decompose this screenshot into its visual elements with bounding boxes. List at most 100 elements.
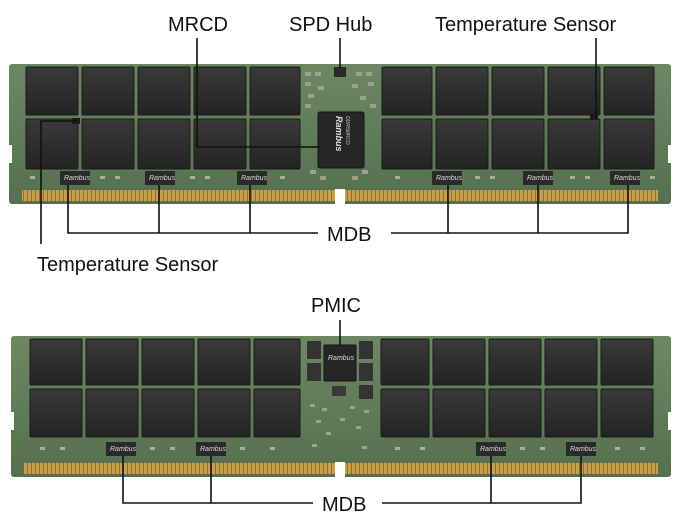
inductor xyxy=(359,341,373,359)
mdb-brand-text: Rambus xyxy=(64,175,91,182)
bottom-callouts xyxy=(122,320,582,504)
pmic-chip xyxy=(323,344,357,382)
dram-chip xyxy=(193,118,247,170)
dram-chip xyxy=(547,66,601,116)
bottom-pcb-notch-right xyxy=(668,412,676,430)
inductor xyxy=(307,341,321,359)
dram-chip xyxy=(435,118,489,170)
mrcd-leader-line xyxy=(196,38,320,148)
dram-chip xyxy=(249,118,301,170)
dram-chip xyxy=(381,66,433,116)
mdb-chip xyxy=(106,442,136,456)
label-pmic: PMIC xyxy=(311,295,361,317)
mrcd-part-text: DDR5MRCD xyxy=(344,116,350,145)
mrcd-brand-text: Rambus xyxy=(334,116,344,152)
dram-chip xyxy=(29,338,83,386)
mdb-chip xyxy=(476,442,506,456)
dram-chip xyxy=(432,388,486,438)
top-memory-module: Rambus DDR5MRCD Rambus Rambus Rambus Ram… xyxy=(4,64,676,204)
dram-chip xyxy=(249,66,301,116)
label-mdb-bottom: MDB xyxy=(322,494,366,516)
mdb-brand-text: Rambus xyxy=(110,446,137,453)
mdb-chip xyxy=(566,442,596,456)
dram-chip xyxy=(253,338,301,386)
small-chip xyxy=(332,386,346,396)
mdb-chip xyxy=(432,171,462,185)
mdb-brand-text: Rambus xyxy=(436,175,463,182)
mdb-brand-text: Rambus xyxy=(149,175,176,182)
mdb-brand-text: Rambus xyxy=(614,175,641,182)
inductor xyxy=(359,363,373,381)
top-passives xyxy=(30,176,655,179)
label-mrcd: MRCD xyxy=(168,14,228,36)
mdb-chip xyxy=(610,171,640,185)
mdb-brand-text: Rambus xyxy=(570,446,597,453)
dram-chip xyxy=(197,338,251,386)
top-dram-right xyxy=(381,66,655,170)
bottom-memory-module: Rambus Rambus Rambus Rambus Rambus xyxy=(6,336,676,477)
dram-chip xyxy=(85,338,139,386)
top-mdb-chips: Rambus Rambus Rambus Rambus Rambus Rambu… xyxy=(60,171,641,185)
temp-sensor-bottom-leader-line xyxy=(40,120,77,244)
dram-chip xyxy=(253,388,301,438)
dram-chip xyxy=(141,338,195,386)
mrcd-chip: Rambus DDR5MRCD xyxy=(317,111,365,169)
mdb-bottom-bracket-right xyxy=(382,456,582,504)
mdb-chip xyxy=(60,171,90,185)
bottom-passives xyxy=(40,447,645,450)
dram-chip xyxy=(435,66,489,116)
label-spd-hub: SPD Hub xyxy=(289,14,372,36)
dram-chip xyxy=(603,66,655,116)
dram-chip xyxy=(491,118,545,170)
mdb-brand-text: Rambus xyxy=(200,446,227,453)
dram-chip xyxy=(81,66,135,116)
bottom-dram-right xyxy=(380,338,654,438)
mdb-chip xyxy=(237,171,267,185)
dram-chip xyxy=(488,388,542,438)
dram-chip xyxy=(547,118,601,170)
dram-chip xyxy=(25,66,79,116)
dram-chip xyxy=(544,388,598,438)
top-center-components xyxy=(305,72,376,180)
inductor xyxy=(359,385,373,399)
dram-chip xyxy=(488,338,542,386)
bottom-key-notch xyxy=(335,462,345,477)
mdb-chip xyxy=(196,442,226,456)
dram-chip xyxy=(29,388,83,438)
dram-chip xyxy=(600,388,654,438)
temp-sensor-chip-right xyxy=(590,114,598,120)
inductor xyxy=(307,363,321,381)
mdb-bottom-bracket-left xyxy=(122,456,313,504)
top-pcb-notch-left xyxy=(4,145,12,163)
dram-chip xyxy=(141,388,195,438)
bottom-dram-left xyxy=(29,338,301,438)
dram-chip xyxy=(197,388,251,438)
top-callouts xyxy=(40,38,629,244)
top-key-notch xyxy=(335,189,345,204)
mdb-brand-text: Rambus xyxy=(241,175,268,182)
dram-chip xyxy=(491,66,545,116)
dram-chip xyxy=(85,388,139,438)
bottom-pcb-notch-left xyxy=(6,412,14,430)
label-temperature-sensor-bottom: Temperature Sensor xyxy=(37,254,219,276)
dram-chip xyxy=(81,118,135,170)
dram-chip xyxy=(544,338,598,386)
mdb-chip xyxy=(523,171,553,185)
label-mdb-top: MDB xyxy=(327,224,371,246)
top-dram-left xyxy=(25,66,301,170)
dram-chip xyxy=(381,118,433,170)
bottom-mdb-chips: Rambus Rambus Rambus Rambus xyxy=(106,442,597,456)
dram-chip xyxy=(380,338,430,386)
dram-chip xyxy=(25,118,79,170)
dram-chip xyxy=(137,66,191,116)
pmic-area: Rambus xyxy=(307,341,373,449)
mdb-top-bracket-right xyxy=(391,185,629,234)
dram-chip xyxy=(380,388,430,438)
mdb-chip xyxy=(145,171,175,185)
label-temperature-sensor-top: Temperature Sensor xyxy=(435,14,617,36)
mdb-brand-text: Rambus xyxy=(527,175,554,182)
spd-hub-chip xyxy=(334,67,346,77)
dram-chip xyxy=(193,66,247,116)
dram-chip xyxy=(137,118,191,170)
